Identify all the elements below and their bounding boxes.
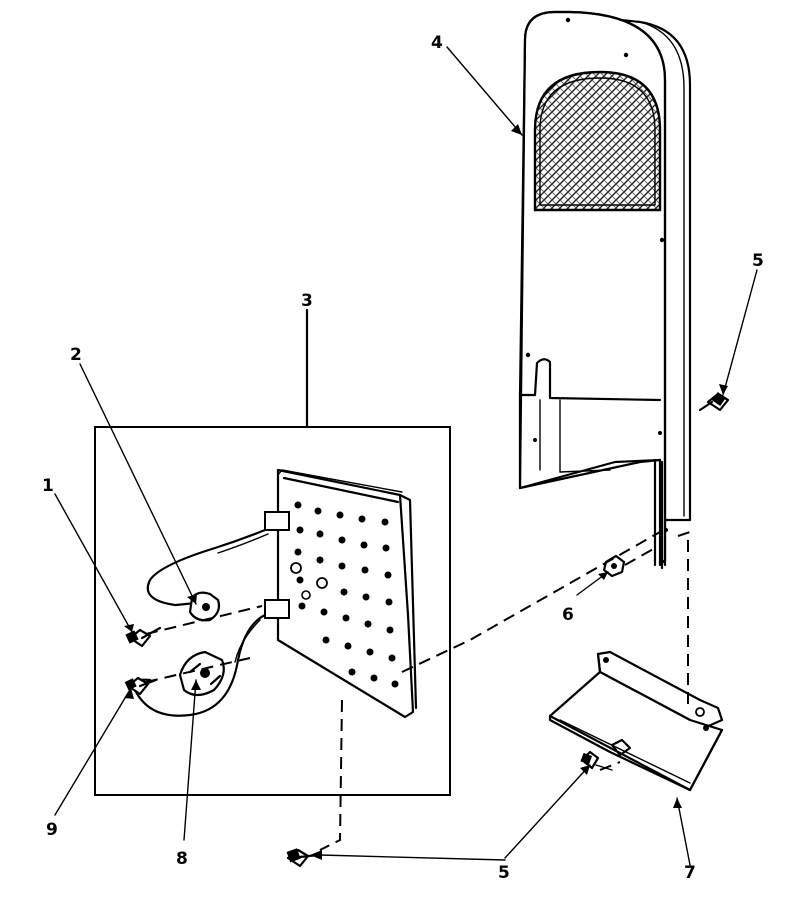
leader-lines — [54, 46, 758, 866]
callout-1: 1 — [42, 476, 54, 496]
high-limit-part-8 — [178, 650, 225, 697]
assembly-dashed-lines — [145, 531, 691, 851]
screw-part-5-lower-left — [286, 848, 320, 868]
callout-4: 4 — [431, 33, 443, 53]
bracket-part-7 — [548, 650, 724, 792]
screw-part-9 — [124, 676, 158, 696]
heater-element-plate — [264, 468, 418, 719]
rear-panel-part-4 — [518, 10, 692, 570]
screw-part-5-upper — [698, 392, 730, 412]
callout-8: 8 — [176, 849, 188, 869]
callout-3: 3 — [301, 291, 313, 311]
callout-9: 9 — [46, 820, 58, 840]
callout-2: 2 — [70, 345, 82, 365]
vent-grille — [533, 70, 662, 212]
callout-5-bottom: 5 — [498, 863, 510, 883]
thermostat-part-2 — [188, 591, 221, 622]
callout-7: 7 — [684, 863, 696, 883]
callout-6: 6 — [562, 605, 574, 625]
callout-5-top: 5 — [752, 251, 764, 271]
screw-part-5-bracket — [580, 750, 600, 770]
heater-assembly-box-part-3 — [94, 308, 451, 796]
callout-labels: 1 2 3 4 5 6 9 8 5 7 — [42, 33, 764, 883]
